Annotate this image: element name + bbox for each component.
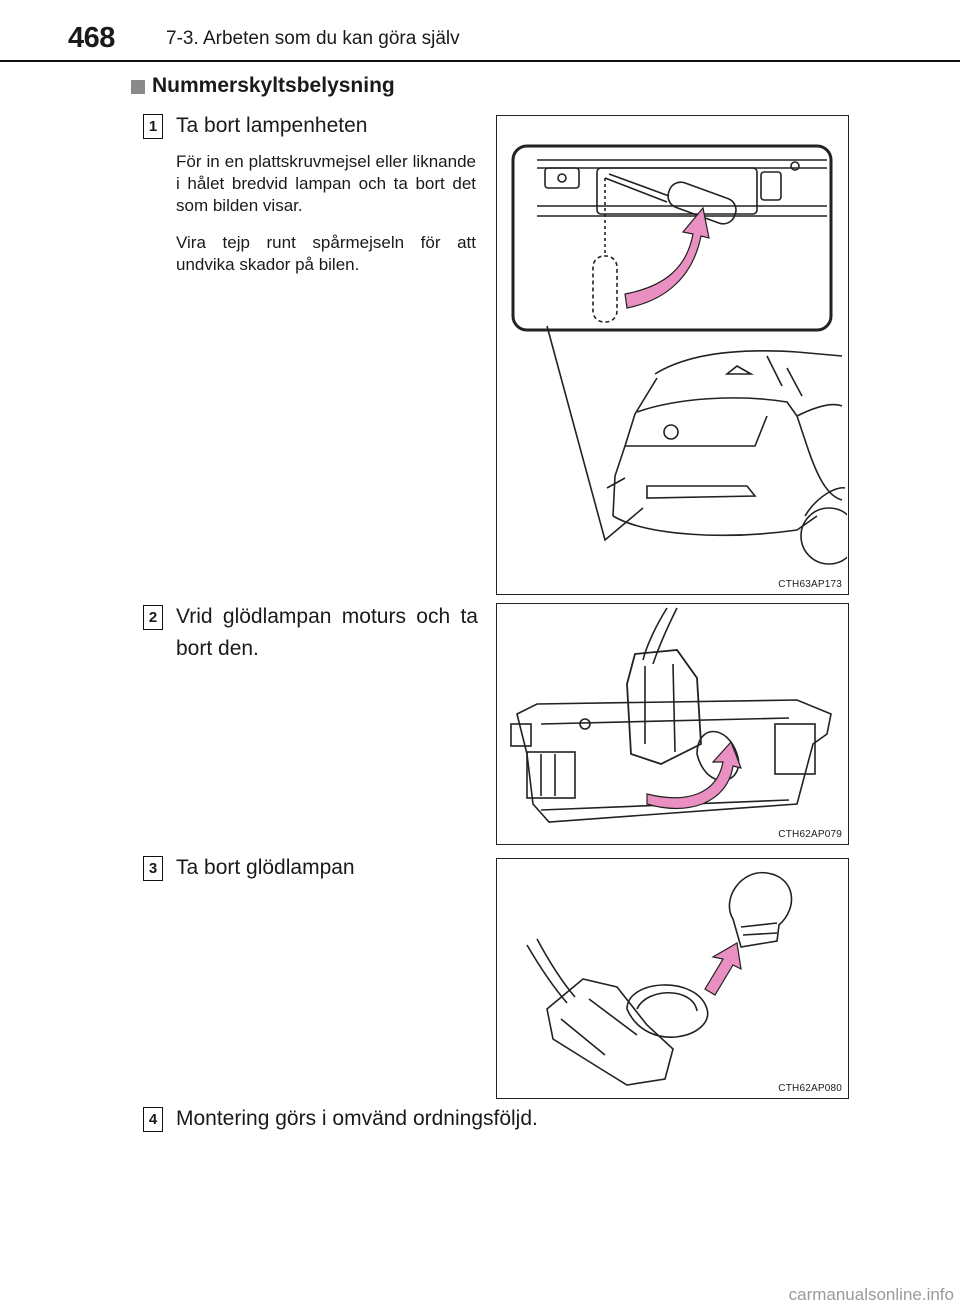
step-4-number: 4 xyxy=(143,1107,163,1132)
header-rule xyxy=(0,60,960,62)
step-2-number: 2 xyxy=(143,605,163,630)
figure-code: CTH62AP079 xyxy=(778,829,842,840)
rear-car-screwdriver-illustration xyxy=(511,144,847,565)
step-1-paragraph-1: För in en plattskruvmejsel eller liknand… xyxy=(176,152,476,215)
page-number: 468 xyxy=(68,22,115,54)
watermark: carmanualsonline.info xyxy=(788,1285,954,1304)
step-3-number: 3 xyxy=(143,856,163,881)
step-3-title: Ta bort glödlampan xyxy=(176,856,355,879)
figure-code: CTH62AP080 xyxy=(778,1083,842,1094)
section-bullet-icon xyxy=(131,80,145,94)
step-2-title: Vrid glödlampan moturs och ta bort den. xyxy=(176,605,478,660)
step-4-title: Montering görs i omvänd ordningsföljd. xyxy=(176,1107,538,1130)
figure-step-3: CTH62AP080 xyxy=(496,858,849,1099)
step-1-paragraph-2: Vira tejp runt spårmejseln för att undvi… xyxy=(176,233,476,274)
figure-code: CTH63AP173 xyxy=(778,579,842,590)
figure-step-2: CTH62AP079 xyxy=(496,603,849,845)
bulb-twist-illustration xyxy=(510,607,832,823)
section-title: Nummerskyltsbelysning xyxy=(152,74,395,97)
step-1-number: 1 xyxy=(143,114,163,139)
chapter-title: 7-3. Arbeten som du kan göra själv xyxy=(166,28,460,49)
figure-step-1: CTH63AP173 xyxy=(496,115,849,595)
bulb-removal-illustration xyxy=(526,871,793,1086)
step-1-title: Ta bort lampenheten xyxy=(176,114,368,137)
